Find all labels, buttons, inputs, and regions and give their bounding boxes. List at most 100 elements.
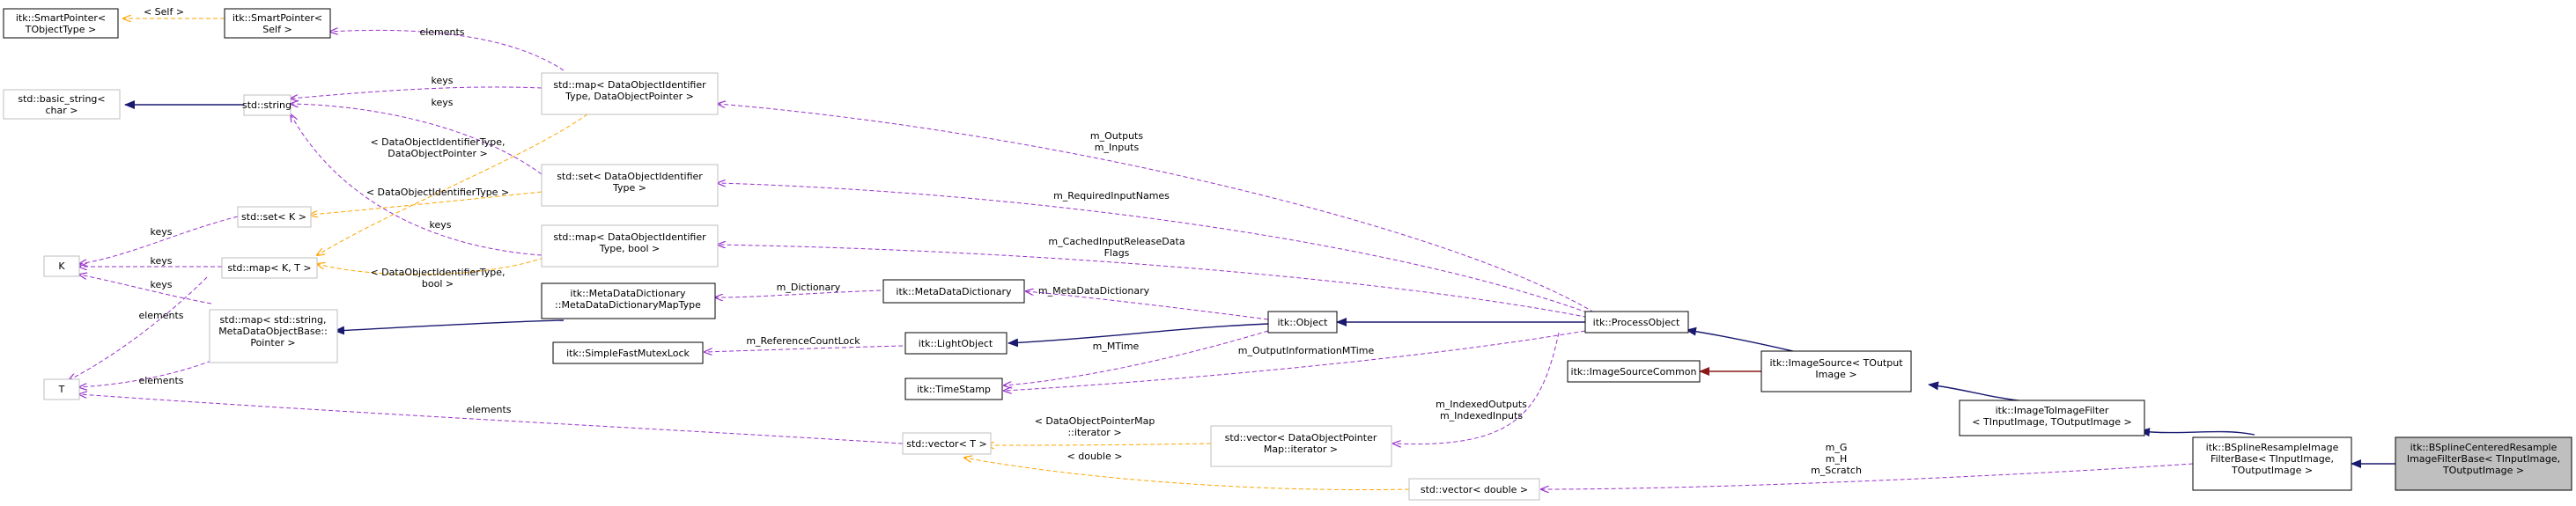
text-line: itk::MetaDataDictionary [896,286,1012,297]
text-line: itk::ImageSourceCommon [1571,366,1697,378]
node-std-string[interactable]: std::string [242,94,292,116]
text-line: m_Outputs [1090,130,1143,142]
node-imagetoimagefilter[interactable]: itk::ImageToImageFilter< TInputImage, TO… [1959,400,2145,436]
edge-output-info-mtime [1004,330,1586,391]
text-line: std::set< K > [241,211,306,223]
text-line: keys [432,75,454,86]
text-line: m_Inputs [1095,142,1140,153]
text-line: TOutputImage > [2231,465,2313,476]
svg-text:std::set< DataObjectIdentifier: std::set< DataObjectIdentifierType > [557,171,703,194]
text-line: itk::SmartPointer< [16,12,106,24]
text-line: K [58,260,65,272]
text-line: itk::SmartPointer< [233,12,322,24]
edge-cached-flags [718,245,1595,319]
node-set-k[interactable]: std::set< K > [237,206,312,228]
text-line: std::map< K, T > [227,262,311,274]
text-line: < DataObjectPointerMap [1035,415,1155,427]
edge-label-elements-map-string: elements [138,375,183,386]
text-line: TObjectType > [25,24,97,35]
svg-text:itk::ProcessObject: itk::ProcessObject [1593,317,1680,328]
edge-label-keys-map-doi-dop: keys [432,75,454,86]
text-line: DataObjectPointer > [388,148,487,159]
svg-text:itk::ImageToImageFilter< TInpu: itk::ImageToImageFilter< TInputImage, TO… [1972,405,2131,428]
svg-text:itk::ImageSourceCommon: itk::ImageSourceCommon [1571,366,1697,378]
text-line: ::MetaDataDictionaryMapType [555,299,701,311]
text-line: ImageFilterBase< TInputImage, [2407,453,2560,465]
svg-text:std::vector< DataObjectPointer: std::vector< DataObjectPointerMap::itera… [1225,432,1377,455]
edge-label-keys-map-doi-bool: keys [430,219,452,231]
svg-text:std::map< DataObjectIdentifier: std::map< DataObjectIdentifierType, Data… [553,79,706,102]
text-line: FilterBase< TInputImage, [2211,453,2334,465]
node-k[interactable]: K [43,255,80,277]
text-line: itk::Object [1278,317,1329,328]
text-line: m_OutputInformationMTime [1238,345,1375,356]
edge-map-doi-bool-keys [291,114,543,256]
edge-label-map-doi-dop-template: < DataObjectIdentifierType,DataObjectPoi… [370,136,505,159]
text-line: itk::ImageSource< TOutput [1769,357,1903,369]
edge-label-vector-iter-template: < DataObjectPointerMap::iterator > [1035,415,1155,438]
text-line: keys [432,97,454,108]
node-simplefastmutexlock[interactable]: itk::SimpleFastMutexLock [552,341,704,364]
text-line: std::set< DataObjectIdentifier [557,171,703,182]
edge-image-to-image-to-image-source [1928,381,2026,402]
text-line: itk::MetaDataDictionary [570,288,686,299]
svg-text:K: K [58,260,65,272]
edge-label-self: < Self > [144,6,184,18]
edge-map-kt-elements [69,276,208,380]
node-smart-pointer-self[interactable]: itk::SmartPointer<Self > [224,8,331,39]
edge-label-meta-dictionary: m_MetaDataDictionary [1038,285,1150,297]
edge-ref-count-lock [705,345,904,352]
node-processobject[interactable]: itk::ProcessObject [1584,311,1689,334]
node-t[interactable]: T [43,378,80,400]
svg-text:std::string: std::string [242,99,292,111]
edge-mtime [1004,330,1269,385]
node-vector-t[interactable]: std::vector< T > [902,432,992,455]
edge-object-to-light-object [1008,323,1269,348]
node-basic-string[interactable]: std::basic_string<char > [3,89,121,120]
svg-text:std::set< K >: std::set< K > [241,211,306,223]
text-line: < double > [1067,451,1123,462]
svg-text:itk::MetaDataDictionary: itk::MetaDataDictionary [896,286,1012,297]
node-lightobject[interactable]: itk::LightObject [904,332,1008,355]
text-line: std::string [242,99,292,111]
edge-label-output-info-mtime: m_OutputInformationMTime [1238,345,1375,356]
node-map-k-t[interactable]: std::map< K, T > [221,257,318,279]
edge-set-doi-template [310,191,543,215]
text-line: < DataObjectIdentifierType > [366,187,509,198]
node-object[interactable]: itk::Object [1267,311,1338,334]
node-timestamp[interactable]: itk::TimeStamp [904,378,1003,400]
text-line: m_IndexedOutputs [1436,399,1527,410]
svg-text:std::basic_string<char >: std::basic_string<char > [18,93,105,116]
node-imagesourcecommon[interactable]: itk::ImageSourceCommon [1567,360,1701,383]
node-vector-double[interactable]: std::vector< double > [1408,478,1540,501]
text-line: < DataObjectIdentifierType, [370,267,505,278]
node-metadatadictionary[interactable]: itk::MetaDataDictionary [882,279,1025,304]
text-line: ::iterator > [1067,427,1121,438]
node-map-string-metadataobject[interactable]: std::map< std::string,MetaDataObjectBase… [209,309,338,363]
node-metadatadictionarymaptype[interactable]: itk::MetaDataDictionary::MetaDataDiction… [541,282,716,319]
edge-label-keys-map-kt: keys [151,255,173,267]
edge-image-source-to-process-object [1686,326,1797,353]
text-line: TOutputImage > [2442,465,2524,476]
edge-label-dictionary: m_Dictionary [777,282,841,293]
text-line: keys [151,255,173,267]
svg-text:std::vector< double >: std::vector< double > [1421,484,1528,495]
text-line: m_MTime [1093,341,1140,352]
node-smart-pointer-tobjecttype[interactable]: itk::SmartPointer<TObjectType > [3,8,119,39]
edge-label-set-doi-template: < DataObjectIdentifierType > [366,187,509,198]
edge-set-k-keys [79,216,239,264]
svg-text:itk::MetaDataDictionary::MetaD: itk::MetaDataDictionary::MetaDataDiction… [555,288,701,311]
svg-text:itk::LightObject: itk::LightObject [919,338,993,349]
text-line: elements [138,310,183,321]
text-line: keys [151,226,173,238]
